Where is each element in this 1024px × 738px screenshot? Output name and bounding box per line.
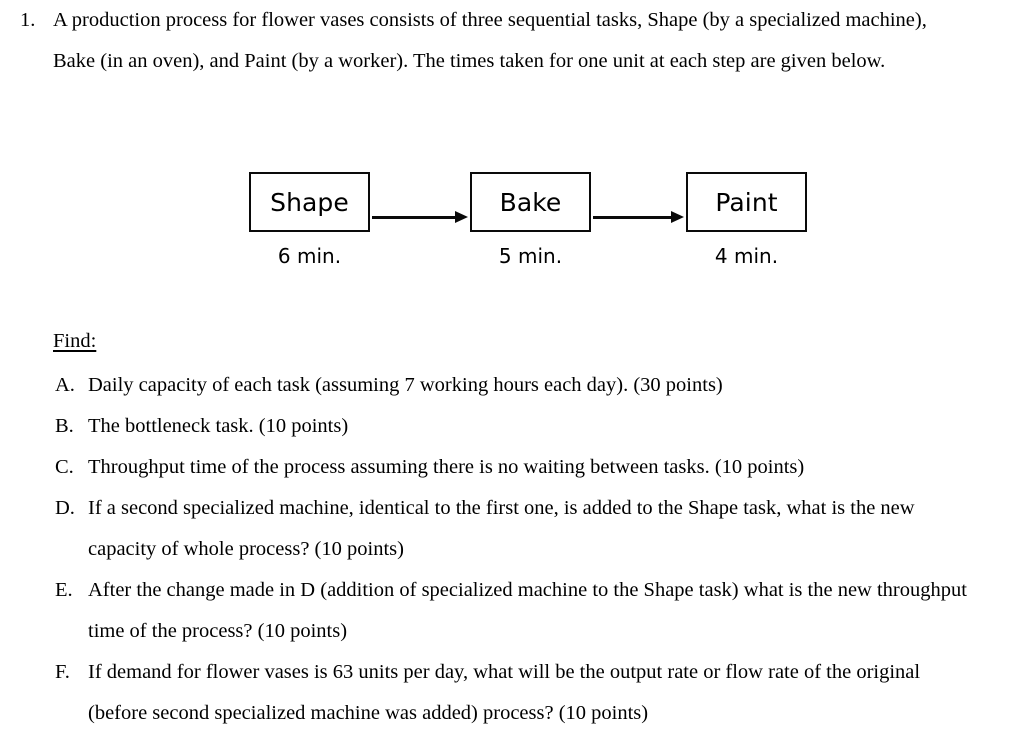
- process-flow-diagram: Shape 6 min. Bake 5 min. Paint 4 min.: [0, 172, 1024, 282]
- list-item-marker: D.: [55, 497, 75, 519]
- list-item: B. The bottleneck task. (10 points): [0, 406, 1024, 447]
- find-list: A. Daily capacity of each task (assuming…: [0, 365, 1024, 734]
- find-heading: Find:: [53, 330, 97, 352]
- list-item-marker: A.: [55, 374, 75, 396]
- list-item-marker: F.: [55, 661, 70, 683]
- question-paragraph: A production process for flower vases co…: [53, 9, 927, 72]
- list-item-text: The bottleneck task. (10 points): [88, 415, 349, 437]
- flow-box-bake: Bake: [470, 172, 591, 232]
- flow-arrow-shape-to-bake: [372, 211, 468, 223]
- question-text: A production process for flower vases co…: [53, 0, 1024, 82]
- list-item-text: Throughput time of the process assuming …: [88, 456, 805, 478]
- flow-arrow-bake-to-paint: [593, 211, 684, 223]
- list-item-text: If a second specialized machine, identic…: [88, 497, 915, 560]
- question-row: 1. A production process for flower vases…: [0, 0, 1024, 82]
- flow-box-paint: Paint: [686, 172, 807, 232]
- list-item-marker: B.: [55, 415, 74, 437]
- list-item: C. Throughput time of the process assumi…: [0, 447, 1024, 488]
- flow-time-paint: 4 min.: [714, 244, 779, 268]
- list-item-text: Daily capacity of each task (assuming 7 …: [88, 374, 723, 396]
- flow-box-shape: Shape: [249, 172, 370, 232]
- list-item: E. After the change made in D (addition …: [0, 570, 1024, 652]
- question-block: 1. A production process for flower vases…: [0, 0, 1024, 82]
- list-item-text: If demand for flower vases is 63 units p…: [88, 661, 921, 724]
- flow-stage-bake: Bake 5 min.: [470, 172, 591, 268]
- arrow-shaft: [372, 216, 456, 219]
- list-item-marker: E.: [55, 579, 73, 601]
- list-item: F. If demand for flower vases is 63 unit…: [0, 652, 1024, 734]
- arrow-head-icon: [455, 211, 468, 223]
- list-item: D. If a second specialized machine, iden…: [0, 488, 1024, 570]
- arrow-shaft: [593, 216, 672, 219]
- flow-time-shape: 6 min.: [277, 244, 342, 268]
- arrow-head-icon: [671, 211, 684, 223]
- flow-stage-shape: Shape 6 min.: [249, 172, 370, 268]
- flow-time-bake: 5 min.: [498, 244, 563, 268]
- flow-stage-paint: Paint 4 min.: [686, 172, 807, 268]
- list-item: A. Daily capacity of each task (assuming…: [0, 365, 1024, 406]
- find-section: Find: A. Daily capacity of each task (as…: [0, 324, 1024, 734]
- list-item-marker: C.: [55, 456, 74, 478]
- list-item-text: After the change made in D (addition of …: [88, 579, 967, 642]
- question-number: 1.: [20, 9, 36, 31]
